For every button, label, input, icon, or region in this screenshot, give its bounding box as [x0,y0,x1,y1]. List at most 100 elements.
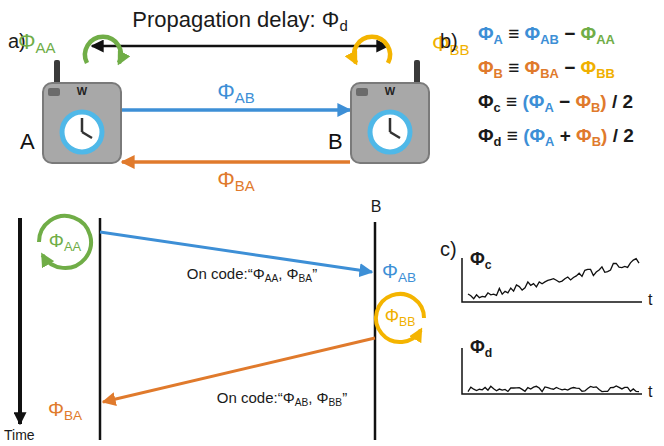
plot-trace [468,386,639,392]
text-part: ΦAB [525,23,559,44]
text-part: + [560,125,571,146]
text-part: ΦBA [525,57,559,78]
text-part: Φ [575,91,591,112]
clock-face [370,112,410,152]
loop-label: ΦAA [18,30,56,54]
text-part [519,57,524,78]
timeline [374,222,377,440]
text-part: Φ [253,265,265,282]
text-part: c) [440,238,457,260]
text-part: BA [235,177,255,194]
text-part: Φ [581,57,597,78]
timeline [99,218,102,440]
equation: Φd ≡ (ΦA + ΦB) / 2 [478,126,634,147]
text-part: c [494,100,501,115]
text-part [575,57,580,78]
plot-traces [468,259,639,392]
text-part: A [494,32,503,47]
text-part: ” [312,265,317,282]
text-part: − [564,23,575,44]
text-part: 2 [623,125,634,146]
text-part: Φ [217,167,235,192]
text-part: ≡ [508,57,519,78]
text-part: ( [522,91,528,112]
text-part: b) [440,30,458,52]
text-part: Φ [48,398,64,420]
text-part: Φ [529,125,545,146]
text-part: Φ [478,125,494,146]
text-part [570,91,575,112]
text-part: ΦB) [575,91,606,112]
text-part: Φ [322,7,340,32]
text-part: Φ [581,23,597,44]
text-part: ) [601,125,607,146]
text-part [554,125,559,146]
text-part: Φ [385,306,399,326]
device-letter: B [328,130,343,154]
text-part [559,57,564,78]
text-part [503,57,508,78]
text-part: − [564,57,575,78]
axis-label: t [648,291,652,309]
loop-arrow [39,216,91,268]
text-part: ( [523,125,529,146]
text-part: AB [398,270,416,285]
logo-letter: W [385,85,395,97]
text-part: Φ [470,337,485,357]
text-part: W [77,85,87,97]
text-part [559,23,564,44]
text-part: Φ [382,260,398,282]
text-part: Φ [478,23,494,44]
text-part: − [564,23,575,44]
text-part [503,23,508,44]
clock-hand [389,118,392,132]
text-part [618,125,623,146]
text-part: AB [295,397,309,408]
text-part: 2 [623,91,634,112]
text-part: Φ [18,29,36,54]
axis-label: t [648,383,652,401]
text-part: ΦB [478,57,503,78]
text-part: ≡ [506,91,517,112]
text-part: ≡ [508,57,519,78]
text-part: ΦA [478,23,503,44]
edge-label: ΦBA [215,168,257,192]
text-part: / [612,91,617,112]
text-part: BA [540,66,559,81]
text-part: Φ [525,57,541,78]
text-part: AB [540,32,559,47]
text-part: + [560,125,571,146]
text-part: Φ [525,23,541,44]
text-part: On code:“ [187,265,253,282]
clock-hand [390,132,400,138]
device-port [48,88,60,96]
antenna [414,60,420,84]
text-part: AA [265,273,279,284]
text-part: A [545,134,554,149]
text-part: ≡ [507,125,518,146]
text-part: Φ [287,265,299,282]
delay-arrow [92,45,388,48]
text-part: − [559,91,570,112]
text-part: Φ [478,57,494,78]
panel-letter: c) [440,238,457,260]
text-part: ≡ [507,125,518,146]
clock-hand [81,118,84,132]
text-part [501,91,506,112]
axis-label: Φc [470,250,492,270]
text-part: / [613,125,618,146]
text-part [571,125,576,146]
clock-hand [82,132,92,138]
text-part: Φ [217,79,235,104]
text-part: d [494,134,502,149]
text-part [517,91,522,112]
text-part: BA [299,273,313,284]
axis-label: Φd [470,338,492,358]
text-part: BA [64,408,82,423]
text-part: Φc [478,91,501,112]
text-part: ” [342,389,347,406]
equation: ΦB ≡ ΦBA − ΦBB [478,58,615,79]
axis-label: Time [4,428,35,443]
loop-label: ΦBB [385,307,416,327]
